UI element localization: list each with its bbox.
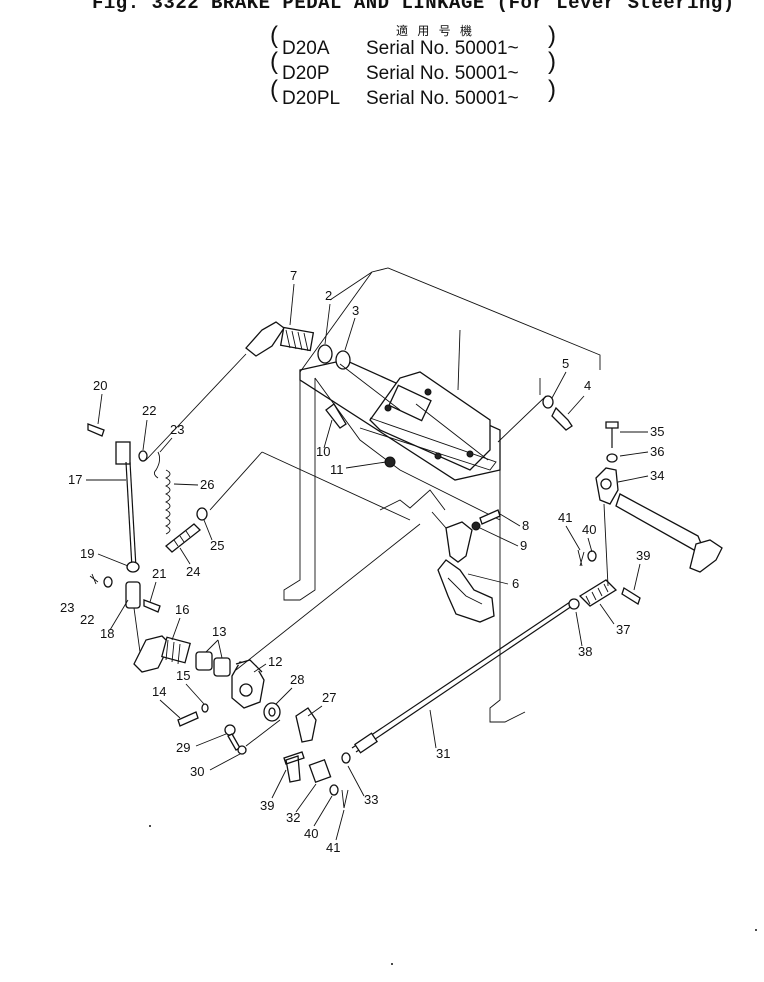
bolt-8	[471, 509, 501, 531]
washer-28	[263, 702, 281, 722]
callout-29: 29	[176, 740, 190, 755]
callout-40b: 40	[304, 826, 318, 841]
callout-8: 8	[522, 518, 529, 533]
callout-16: 16	[175, 602, 189, 617]
pin-29	[224, 724, 247, 755]
brake-pedal-6	[431, 511, 495, 623]
bolt-4	[542, 395, 573, 431]
callout-27: 27	[322, 690, 336, 705]
callout-labels: 7 2 3 5 4 20 22 23 10 11 26 17 25 24 8 9…	[60, 268, 664, 855]
callout-21: 21	[152, 566, 166, 581]
callout-32: 32	[286, 810, 300, 825]
callout-4: 4	[584, 378, 591, 393]
callout-3: 3	[352, 303, 359, 318]
callout-17: 17	[68, 472, 82, 487]
open-bracket: (	[270, 22, 278, 49]
leader-lines	[145, 353, 547, 747]
lever-36	[595, 421, 723, 587]
pin-39	[285, 549, 641, 809]
callout-39b: 39	[260, 798, 274, 813]
callout-26: 26	[200, 477, 214, 492]
callout-25: 25	[210, 538, 224, 553]
callout-35: 38	[578, 644, 592, 659]
callout-33: 33	[364, 792, 378, 807]
callout-15: 15	[176, 668, 190, 683]
spring-26	[164, 469, 171, 535]
callout-38: 36	[650, 444, 664, 459]
callout-9: 9	[520, 538, 527, 553]
lever-shaft-7	[245, 321, 351, 370]
callout-37: 35	[650, 424, 664, 439]
callout-28: 28	[290, 672, 304, 687]
callout-39a: 39	[636, 548, 650, 563]
callout-23b: 23	[60, 600, 74, 615]
callout-31: 31	[436, 746, 450, 761]
applicable-models-label: 適 用 号 機	[396, 24, 476, 38]
callout-7: 7	[290, 268, 297, 283]
callout-34: 37	[616, 622, 630, 637]
callout-30: 30	[190, 764, 204, 779]
figure-header: Fig. 3322 BRAKE PEDAL AND LINKAGE (For L…	[0, 0, 764, 110]
stray-dot	[755, 929, 757, 931]
callout-13: 13	[212, 624, 226, 639]
close-bracket: )	[548, 22, 556, 49]
callout-6: 6	[512, 576, 519, 591]
callout-23a: 23	[170, 422, 184, 437]
lever-16	[133, 635, 265, 709]
bolt-10	[325, 403, 396, 468]
callout-12: 12	[268, 654, 282, 669]
figure-title: Fig. 3322 BRAKE PEDAL AND LINKAGE (For L…	[92, 0, 735, 14]
rod-17	[87, 423, 161, 653]
callout-36: 34	[650, 468, 664, 483]
rod-31	[341, 579, 618, 764]
stray-dot	[149, 825, 151, 827]
callout-22b: 22	[80, 612, 94, 627]
callout-19: 19	[80, 546, 94, 561]
callout-14: 14	[152, 684, 166, 699]
bolt-14	[177, 703, 209, 727]
callout-41b: 41	[326, 840, 340, 855]
callout-10: 10	[316, 444, 330, 459]
callout-5: 5	[562, 356, 569, 371]
callout-18: 18	[100, 626, 114, 641]
callout-41a: 41	[558, 510, 572, 525]
bracket-frame	[283, 267, 601, 723]
callout-40a: 40	[582, 522, 596, 537]
callout-11: 11	[330, 462, 344, 477]
callout-20: 20	[93, 378, 107, 393]
callout-24: 24	[186, 564, 200, 579]
stray-dot	[391, 963, 393, 965]
clevis-27	[283, 707, 332, 784]
callout-22a: 22	[142, 403, 156, 418]
callout-2: 2	[325, 288, 332, 303]
eyebolt-24	[165, 507, 208, 553]
